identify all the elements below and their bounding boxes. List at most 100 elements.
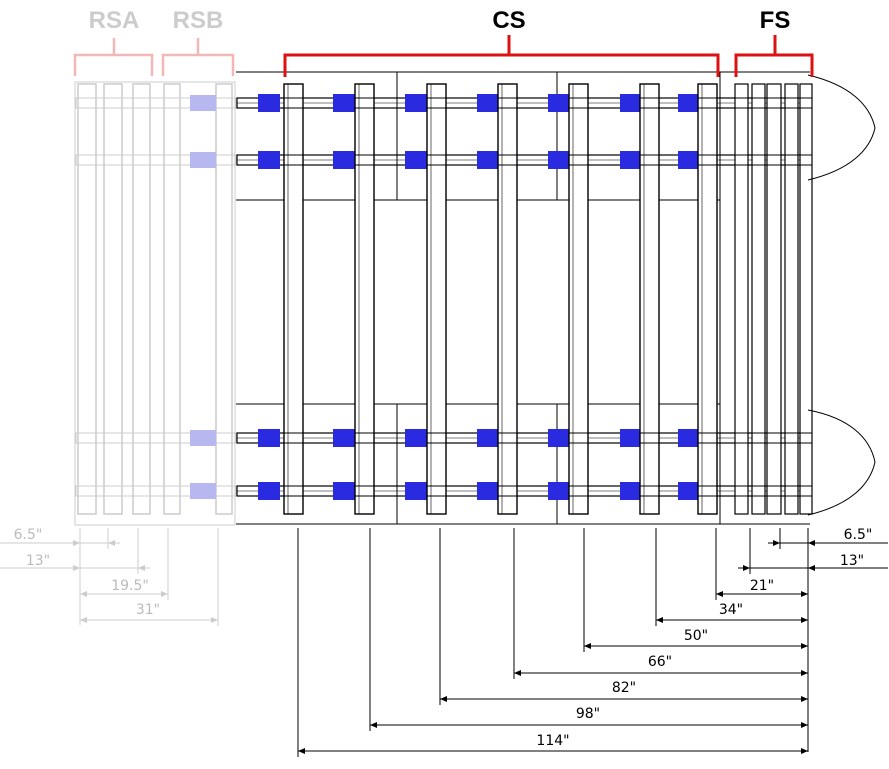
rail-clamp — [678, 429, 700, 447]
beam-rail-joint — [426, 485, 447, 497]
front-dim-line-arrow-left — [514, 670, 521, 676]
front-dim-line-arrow-left — [440, 696, 447, 702]
beam-rail-joint — [354, 432, 375, 444]
fs-label: FS — [760, 7, 791, 34]
cs-bracket — [283, 35, 720, 77]
front-dim-line-arrow-right — [801, 748, 808, 754]
front-dim-line-arrow-right — [801, 670, 808, 676]
beam-rail-joint — [639, 154, 660, 166]
front-dim-9: 114" — [536, 733, 569, 749]
rail-clamp — [548, 94, 570, 112]
cs-crossbeam — [497, 83, 518, 515]
dim-arrow — [73, 565, 80, 571]
front-dim-8: 98" — [576, 706, 600, 722]
rail-clamp — [333, 482, 355, 500]
rail-clamp — [258, 482, 280, 500]
rear-clamp — [190, 430, 216, 446]
upper-pontoon-tip — [807, 74, 876, 181]
beam-rail-joint — [354, 485, 375, 497]
rail-clamp — [258, 94, 280, 112]
beam-rail-joint — [697, 154, 718, 166]
rail-clamp — [548, 482, 570, 500]
rear-sections-ghost — [74, 81, 237, 526]
rail-clamp — [333, 151, 355, 169]
beam-rail-joint — [697, 432, 718, 444]
beam-rail-joint — [639, 432, 660, 444]
front-dim-5: 50" — [684, 628, 708, 644]
rail-clamp — [477, 94, 499, 112]
dimension-lines — [0, 528, 888, 757]
front-dim-6: 66" — [648, 654, 672, 670]
dim-arrow — [808, 565, 815, 571]
rsb-label: RSB — [173, 7, 224, 34]
dim-arrow — [138, 565, 145, 571]
front-dim-2: 13" — [840, 553, 864, 569]
rear-crossbeam — [77, 83, 97, 515]
section-brackets — [73, 35, 814, 77]
rail-clamp — [258, 429, 280, 447]
beam-rail-joint — [697, 97, 718, 109]
rsa-bracket — [73, 38, 154, 76]
front-dim-4: 34" — [719, 602, 743, 618]
rail-clamp — [333, 429, 355, 447]
beam-rail-joint — [426, 97, 447, 109]
cs-crossbeam — [426, 83, 447, 515]
rear-dim-line-arrow-right — [211, 617, 218, 623]
dim-arrow — [773, 540, 780, 546]
fs-crossbeam — [734, 83, 749, 515]
front-dim-line-arrow-left — [584, 643, 591, 649]
rear-dim-line-arrow-right — [161, 591, 168, 597]
beam-rail-joint — [639, 485, 660, 497]
rail-clamp — [258, 151, 280, 169]
rail-clamp — [620, 482, 642, 500]
rsa-label: RSA — [89, 7, 140, 34]
rail-clamp — [477, 429, 499, 447]
fs-crossbeam — [799, 83, 813, 515]
rear-dim-3: 19.5" — [111, 578, 149, 594]
beam-rail-joint — [283, 432, 304, 444]
rail-clamp — [620, 151, 642, 169]
rail-clamp — [405, 482, 427, 500]
rear-crossbeam — [103, 83, 123, 515]
rail-clamp — [405, 429, 427, 447]
rear-rail — [75, 485, 237, 497]
rear-clamp — [190, 95, 216, 111]
beam-rail-joint — [426, 154, 447, 166]
beam-rail-joint — [497, 485, 518, 497]
beam-rail-joint — [497, 154, 518, 166]
rear-rail — [75, 97, 237, 109]
rail-clamp — [477, 482, 499, 500]
beam-rail-joint — [639, 97, 660, 109]
rear-dim-line-arrow-left — [80, 617, 87, 623]
main-deck-frame — [236, 71, 813, 525]
cs-label: CS — [492, 7, 525, 34]
rail-clamp — [405, 151, 427, 169]
rear-dim-1: 6.5" — [14, 527, 43, 543]
front-dim-1: 6.5" — [844, 527, 873, 543]
rail-clamp — [405, 94, 427, 112]
front-dim-line-arrow-right — [801, 617, 808, 623]
beam-rail-joint — [354, 97, 375, 109]
dim-arrow — [73, 540, 80, 546]
rear-dim-4: 31" — [136, 602, 160, 618]
beam-rail-joint — [283, 154, 304, 166]
rail-clamp — [678, 151, 700, 169]
rear-crossbeam — [132, 83, 151, 515]
fs-rail — [734, 432, 813, 444]
dim-arrow — [743, 565, 750, 571]
rear-crossbeam — [215, 83, 233, 515]
front-dim-line-arrow-left — [656, 617, 663, 623]
rear-clamp — [190, 152, 216, 168]
rear-crossbeam — [163, 83, 181, 515]
front-dim-line-arrow-right — [801, 643, 808, 649]
fs-rail — [734, 97, 813, 109]
rsb-bracket — [161, 38, 235, 76]
lower-pontoon-tip — [807, 409, 876, 516]
rear-rail — [75, 154, 237, 166]
beam-rail-joint — [283, 97, 304, 109]
beam-rail-joint — [426, 432, 447, 444]
rear-rail — [75, 432, 237, 444]
front-dim-line-arrow-right — [801, 696, 808, 702]
beam-rail-joint — [568, 485, 589, 497]
